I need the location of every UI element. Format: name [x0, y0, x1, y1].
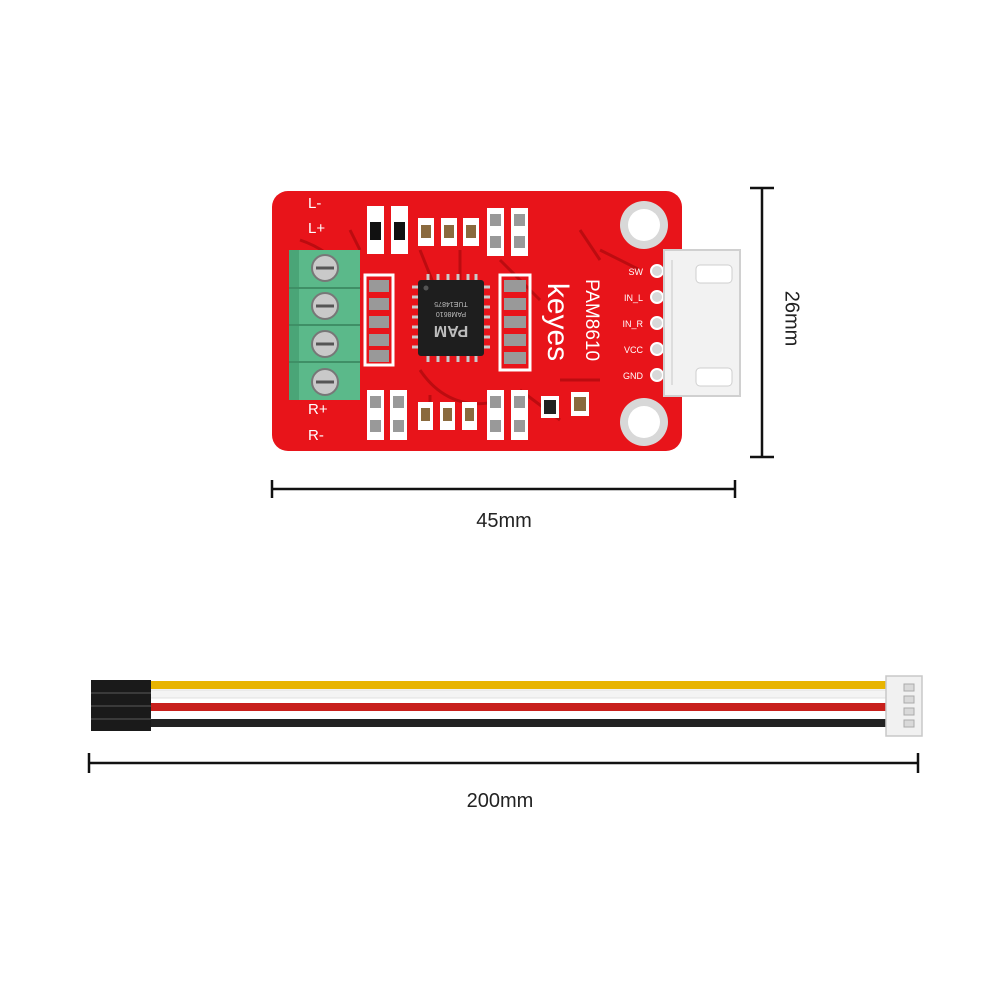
- pin-label-in-r: IN_R: [622, 319, 643, 329]
- model-silkscreen: PAM8610: [581, 279, 602, 361]
- chip-code-text: TUE14875: [434, 300, 468, 307]
- brand-silkscreen: keyes: [541, 283, 574, 361]
- pin-label-in-l: IN_L: [624, 293, 643, 303]
- mounting-hole-bottom: [620, 398, 668, 446]
- label-r-minus: R-: [308, 427, 324, 444]
- label-l-plus: L+: [308, 220, 325, 237]
- height-dimension-label: 26mm: [780, 290, 803, 347]
- wire-red: [150, 703, 890, 711]
- label-l-minus: L-: [308, 195, 321, 212]
- amplifier-chip: PAM PAM8610 TUE14875: [412, 274, 490, 362]
- smd-components-top: [367, 206, 528, 256]
- wire-black: [150, 719, 890, 727]
- jumper-cable: [91, 675, 923, 737]
- cable-length-label: 200mm: [466, 790, 534, 812]
- smd-components-left: [363, 273, 395, 367]
- pin-label-gnd: GND: [623, 371, 644, 381]
- screw-icon: [311, 254, 339, 282]
- wire-yellow: [150, 681, 890, 689]
- dupont-connector: [91, 680, 151, 731]
- smd-components-right: [498, 273, 532, 372]
- screw-icon: [311, 368, 339, 396]
- screw-icon: [311, 292, 339, 320]
- cable-dimension-line: [87, 753, 920, 773]
- pin-label-vcc: VCC: [624, 345, 644, 355]
- jst-connector: [885, 675, 923, 737]
- white-connector: [663, 249, 741, 397]
- wire-white: [149, 689, 891, 699]
- pcb-module: PAM PAM8610 TUE14875 keyes PAM8610 L- L+…: [272, 191, 741, 451]
- height-dimension-line: [750, 186, 774, 459]
- width-dimension-label: 45mm: [476, 510, 532, 532]
- chip-model-text: PAM8610: [436, 310, 466, 317]
- chip-logo: PAM: [434, 322, 468, 339]
- mounting-hole-top: [620, 201, 668, 249]
- label-r-plus: R+: [308, 401, 328, 418]
- width-dimension-line: [270, 480, 737, 498]
- screw-icon: [311, 330, 339, 358]
- pin-label-sw: SW: [629, 267, 644, 277]
- smd-components-bottom: [367, 390, 589, 440]
